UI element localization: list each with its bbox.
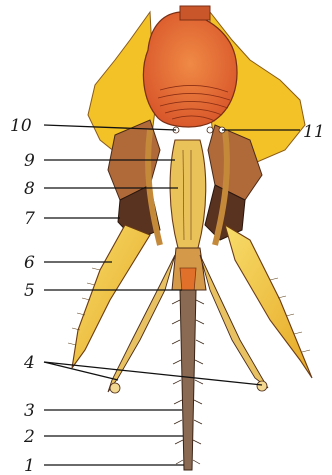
leader-4b (44, 362, 262, 385)
label-8: 8 (24, 179, 35, 199)
leader-4a (44, 362, 118, 380)
label-11: 11 (303, 122, 325, 142)
label-7: 7 (24, 209, 35, 229)
label-5: 5 (24, 281, 35, 301)
right-maxillary-blade (225, 225, 312, 378)
label-1: 1 (24, 456, 35, 475)
labium-sheath-orange (180, 268, 196, 292)
label-4: 4 (23, 353, 35, 373)
head-neck (180, 6, 210, 20)
label-3: 3 (24, 401, 35, 421)
label-9: 9 (24, 151, 35, 171)
label-10: 10 (10, 116, 32, 136)
label-2: 2 (23, 427, 35, 447)
glossa (180, 290, 196, 470)
central-mentum (170, 140, 206, 248)
left-maxillary-blade (72, 225, 150, 368)
label-6: 6 (24, 253, 35, 273)
